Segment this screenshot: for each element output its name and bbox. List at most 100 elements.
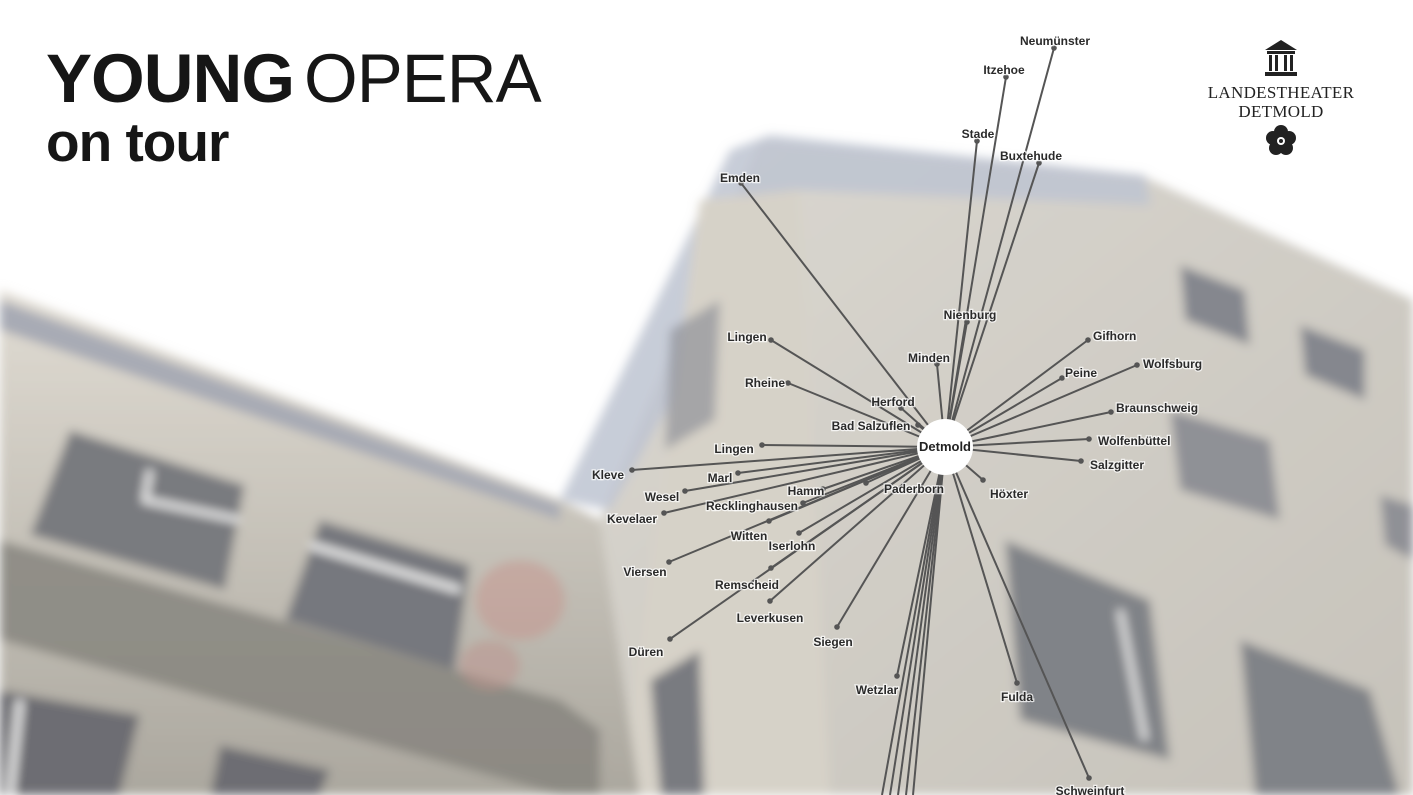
city-label-siegen: Siegen: [813, 635, 852, 649]
city-label-salzgitter: Salzgitter: [1090, 458, 1144, 472]
city-label-schweinfurt: Schweinfurt: [1056, 784, 1125, 795]
city-label-bad-salzuflen: Bad Salzuflen: [832, 419, 911, 433]
city-dot-paderborn: [863, 480, 869, 486]
city-label-itzehoe: Itzehoe: [983, 63, 1025, 77]
city-dot-witten: [766, 518, 772, 524]
city-dot-buxtehude: [1036, 160, 1042, 166]
rose-emblem-icon: [1266, 125, 1296, 155]
city-label-stade: Stade: [962, 127, 995, 141]
city-label-peine: Peine: [1065, 366, 1097, 380]
city-label-recklinghausen: Recklinghausen: [706, 499, 798, 513]
city-dot-siegen: [834, 624, 840, 630]
logo-line2: DETMOLD: [1238, 102, 1324, 121]
city-dot-schweinfurt: [1086, 775, 1092, 781]
city-label-kleve: Kleve: [592, 468, 624, 482]
route-line-offscreen-2: [889, 446, 946, 795]
city-dot-lingen: [759, 442, 765, 448]
city-label-duren: Düren: [629, 645, 664, 659]
route-line-rheine: [787, 382, 946, 448]
city-dot-kleve: [629, 467, 635, 473]
route-line-leverkusen: [769, 446, 946, 602]
route-line-viersen: [668, 446, 946, 563]
city-dot-kevelaer: [661, 510, 667, 516]
hub-label: Detmold: [919, 439, 971, 454]
city-label-rheine: Rheine: [745, 376, 785, 390]
route-line-wesel: [684, 446, 946, 492]
city-dot-salzgitter: [1078, 458, 1084, 464]
logo-line1: LANDESTHEATER: [1207, 83, 1355, 102]
route-line-offscreen-1: [881, 446, 946, 795]
route-line-kleve: [631, 446, 946, 471]
route-line-iserlohn: [798, 446, 946, 534]
title-opera: OPERA: [304, 40, 542, 117]
route-line-wetzlar: [896, 446, 946, 677]
city-label-hamm: Hamm: [788, 484, 825, 498]
route-line-marl: [737, 446, 946, 474]
city-dot-viersen: [666, 559, 672, 565]
route-line-emden: [740, 182, 946, 448]
city-dot-neumunster: [1051, 45, 1057, 51]
city-dot-minden: [934, 361, 940, 367]
city-label-viersen: Viersen: [623, 565, 666, 579]
route-line-schweinfurt: [944, 446, 1090, 779]
city-label-witten: Witten: [731, 529, 768, 543]
route-line-lingen: [770, 339, 946, 448]
city-dot-nienburg: [964, 319, 970, 325]
title-subtitle: on tour: [46, 111, 229, 173]
city-dot-iserlohn: [796, 530, 802, 536]
city-label-remscheid: Remscheid: [715, 578, 779, 592]
city-dot-emden: [738, 180, 744, 186]
city-label-iserlohn: Iserlohn: [769, 539, 816, 553]
route-line-neumunster: [944, 47, 1055, 448]
city-label-fulda: Fulda: [1001, 690, 1033, 704]
route-line-stade: [944, 140, 978, 448]
route-line-braunschweig: [944, 411, 1112, 448]
city-dot-wetzlar: [894, 673, 900, 679]
landestheater-logo[interactable]: LANDESTHEATER DETMOLD: [1196, 38, 1366, 162]
city-dot-lingen: [768, 337, 774, 343]
city-label-gifhorn: Gifhorn: [1093, 329, 1136, 343]
city-label-minden: Minden: [908, 351, 950, 365]
city-dot-rheine: [785, 380, 791, 386]
city-dot-hamm: [820, 486, 826, 492]
city-label-leverkusen: Leverkusen: [737, 611, 804, 625]
theatre-building-icon: [1265, 40, 1297, 76]
city-dot-fulda: [1014, 680, 1020, 686]
city-dot-peine: [1059, 375, 1065, 381]
city-dot-hoxter: [980, 477, 986, 483]
city-dot-braunschweig: [1108, 409, 1114, 415]
city-label-wolfsburg: Wolfsburg: [1143, 357, 1202, 371]
city-dot-stade: [974, 138, 980, 144]
city-label-wesel: Wesel: [645, 490, 679, 504]
route-line-offscreen-3: [897, 446, 946, 795]
city-label-buxtehude: Buxtehude: [1000, 149, 1062, 163]
city-label-braunschweig: Braunschweig: [1116, 401, 1198, 415]
city-dot-itzehoe: [1003, 74, 1009, 80]
city-dot-bad-salzuflen: [915, 422, 921, 428]
title-young: YOUNG: [46, 40, 295, 117]
city-dot-duren: [667, 636, 673, 642]
city-label-lingen: Lingen: [727, 330, 766, 344]
route-line-wolfsburg: [944, 364, 1138, 448]
city-label-lingen: Lingen: [714, 442, 753, 456]
city-dot-gifhorn: [1085, 337, 1091, 343]
city-label-nienburg: Nienburg: [944, 308, 997, 322]
city-label-hoxter: Höxter: [990, 487, 1028, 501]
route-line-fulda: [944, 446, 1018, 684]
city-label-emden: Emden: [720, 171, 760, 185]
route-line-lingen: [761, 444, 946, 448]
route-line-kevelaer: [663, 446, 946, 514]
city-dot-wolfenbuttel: [1086, 436, 1092, 442]
city-dot-remscheid: [768, 565, 774, 571]
city-dot-recklinghausen: [800, 500, 806, 506]
route-line-gifhorn: [944, 339, 1089, 448]
route-line-offscreen-5: [912, 446, 946, 795]
hub-circle: [917, 419, 973, 475]
city-label-wetzlar: Wetzlar: [856, 683, 899, 697]
city-dot-leverkusen: [767, 598, 773, 604]
route-line-offscreen-4: [905, 446, 946, 795]
route-line-duren: [669, 446, 946, 640]
